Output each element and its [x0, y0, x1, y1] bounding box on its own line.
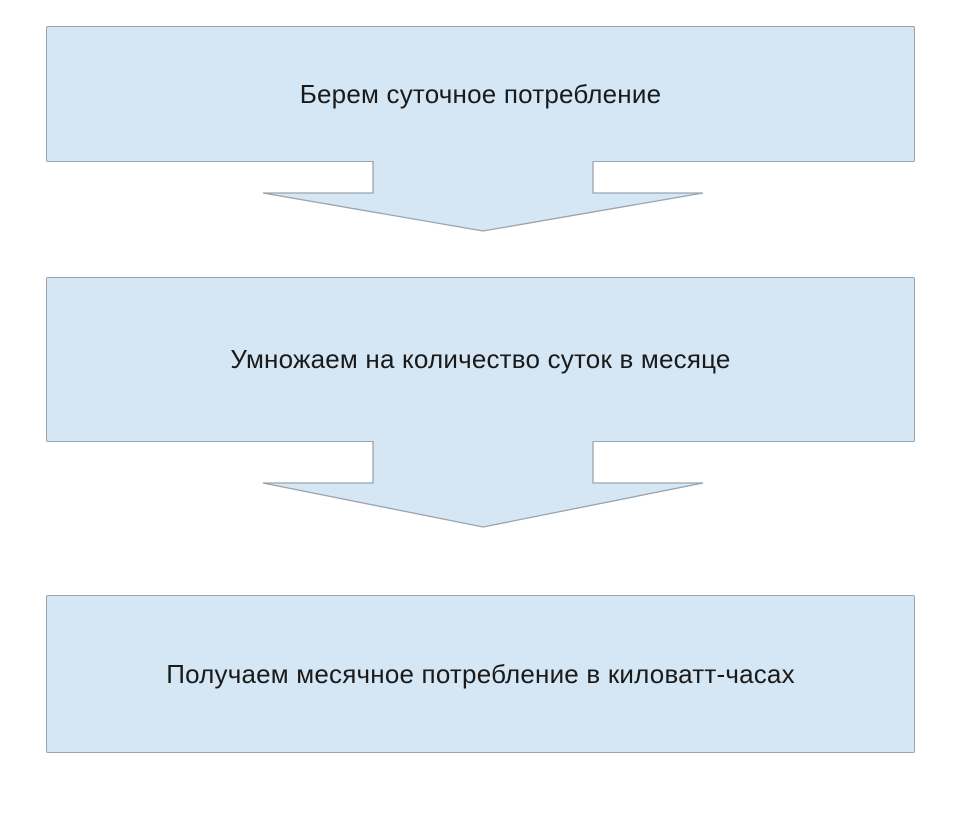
block-arrow-down-icon: [262, 441, 704, 528]
flow-step-2: Умножаем на количество суток в месяце: [46, 277, 915, 442]
flow-step-2-label: Умножаем на количество суток в месяце: [230, 344, 731, 375]
flow-step-3: Получаем месячное потребление в киловатт…: [46, 595, 915, 753]
flow-step-3-label: Получаем месячное потребление в киловатт…: [166, 658, 795, 689]
flow-step-1: Берем суточное потребление: [46, 26, 915, 162]
block-arrow-down-icon: [262, 161, 704, 232]
flow-step-1-label: Берем суточное потребление: [299, 78, 662, 109]
